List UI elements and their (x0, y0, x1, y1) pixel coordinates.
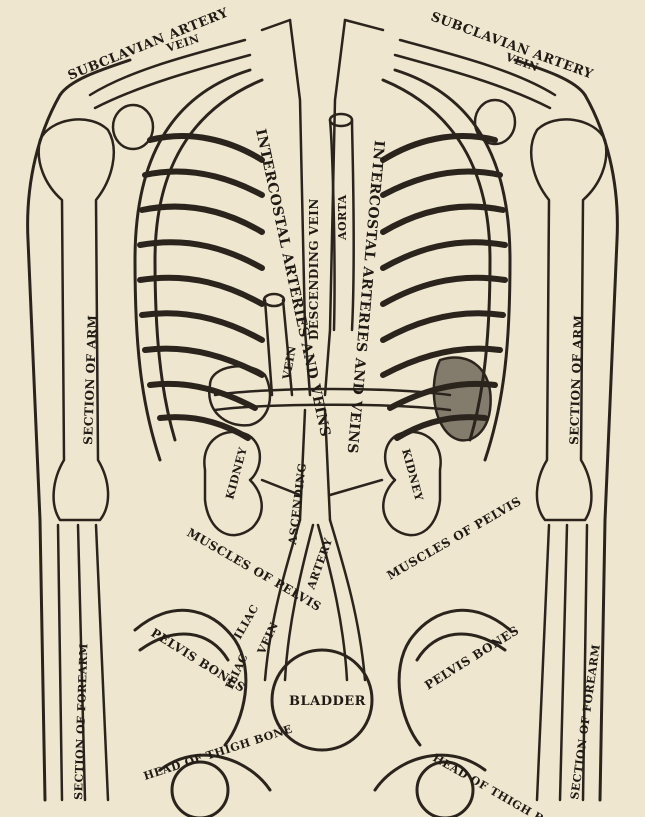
label-descending-vein: DESCENDING VEIN (307, 198, 321, 340)
label-bladder: BLADDER (289, 694, 366, 709)
label-aorta: AORTA (336, 194, 349, 241)
